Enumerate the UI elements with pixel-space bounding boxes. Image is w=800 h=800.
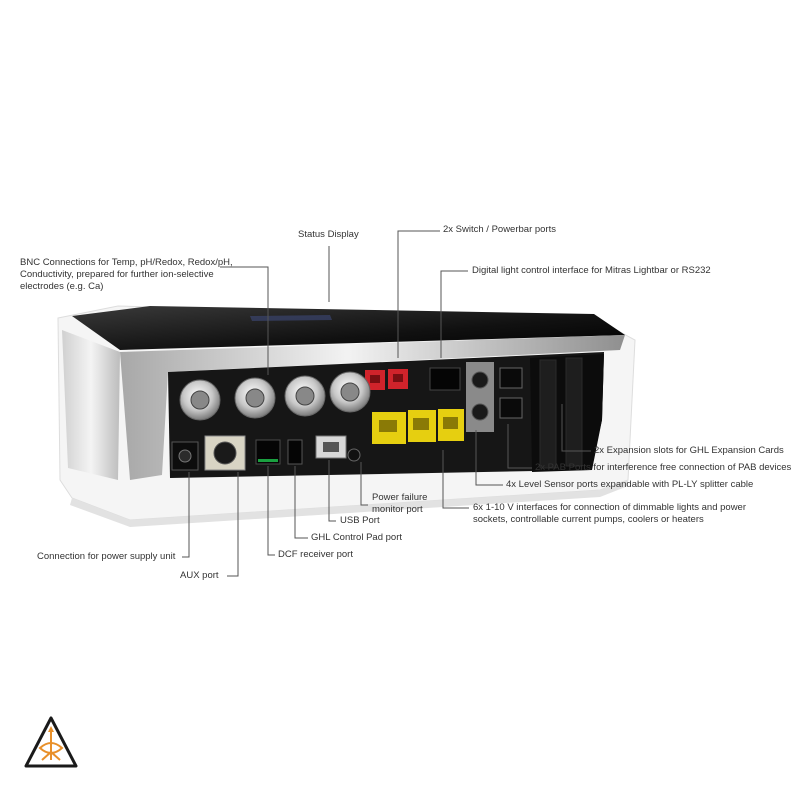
top-logo-mark bbox=[250, 315, 332, 321]
label-bnc-line-2: Conductivity, prepared for further ion-s… bbox=[20, 269, 214, 280]
leader-expansion-slots bbox=[561, 404, 591, 452]
label-interfaces-line-1: 6x 1-10 V interfaces for connection of d… bbox=[473, 502, 747, 513]
control-pad-port bbox=[287, 439, 303, 465]
aux-socket bbox=[213, 441, 237, 465]
level-sensor-jack-1 bbox=[471, 371, 489, 389]
leader-bnc bbox=[220, 266, 269, 375]
label-interfaces-line-2: sockets, controllable current pumps, coo… bbox=[473, 514, 704, 525]
controller-device bbox=[57, 305, 636, 527]
leader-control-pad bbox=[294, 466, 308, 539]
label-control-pad: GHL Control Pad port bbox=[311, 532, 402, 543]
label-digital-light: Digital light control interface for Mitr… bbox=[472, 265, 711, 276]
label-pab-ports: 2x PAB Ports for interference free conne… bbox=[535, 462, 792, 473]
leader-power-failure bbox=[360, 462, 368, 506]
label-aux-port: AUX port bbox=[180, 570, 219, 581]
label-bnc-connections: BNC Connections for Temp, pH/Redox, Redo… bbox=[20, 257, 233, 293]
label-power-failure-line-2: monitor port bbox=[372, 504, 423, 515]
leader-level-sensor bbox=[475, 430, 503, 486]
status-display-panel bbox=[72, 306, 625, 350]
dcf-port-led bbox=[258, 459, 278, 462]
device-base-shadow bbox=[70, 480, 628, 527]
leader-interfaces bbox=[442, 450, 469, 509]
label-expansion-slots: 2x Expansion slots for GHL Expansion Car… bbox=[594, 445, 784, 456]
level-sensor-jack-2 bbox=[471, 403, 489, 421]
label-dcf-receiver: DCF receiver port bbox=[278, 549, 353, 560]
label-bnc-line-3: electrodes (e.g. Ca) bbox=[20, 281, 104, 292]
leader-power-supply bbox=[182, 472, 190, 558]
leader-usb bbox=[328, 460, 336, 522]
leader-dcf bbox=[267, 466, 275, 556]
usb-port-inner bbox=[323, 442, 339, 452]
expansion-slot-2 bbox=[565, 357, 583, 467]
yellow-interface-ports bbox=[372, 409, 464, 444]
chrome-band bbox=[120, 335, 625, 480]
digital-light-port bbox=[429, 367, 461, 391]
label-power-supply: Connection for power supply unit bbox=[37, 551, 176, 562]
label-power-failure-line-1: Power failure bbox=[372, 492, 428, 503]
triangle-eye-logo-icon bbox=[24, 716, 78, 768]
power-failure-port bbox=[347, 448, 361, 462]
label-status-display: Status Display bbox=[298, 229, 359, 240]
leader-aux bbox=[227, 472, 239, 577]
left-side-panel bbox=[62, 330, 120, 480]
label-power-failure: Power failure monitor port bbox=[372, 492, 427, 516]
label-usb-port: USB Port bbox=[340, 515, 380, 526]
label-bnc-line-1: BNC Connections for Temp, pH/Redox, Redo… bbox=[20, 257, 233, 268]
pab-port-1 bbox=[499, 367, 523, 389]
pab-port-2 bbox=[499, 397, 523, 419]
red-switch-ports bbox=[365, 369, 408, 390]
leader-switch-ports bbox=[397, 230, 440, 358]
expansion-slot-1 bbox=[539, 359, 557, 469]
bnc-connectors bbox=[179, 371, 371, 421]
power-jack-hole bbox=[178, 449, 192, 463]
leader-pab-ports bbox=[507, 424, 532, 469]
label-switch-ports: 2x Switch / Powerbar ports bbox=[443, 224, 556, 235]
leader-lines bbox=[182, 230, 591, 577]
label-level-sensor: 4x Level Sensor ports expandable with PL… bbox=[506, 479, 754, 490]
leader-digital-light bbox=[440, 270, 468, 358]
label-interfaces: 6x 1-10 V interfaces for connection of d… bbox=[473, 502, 746, 526]
